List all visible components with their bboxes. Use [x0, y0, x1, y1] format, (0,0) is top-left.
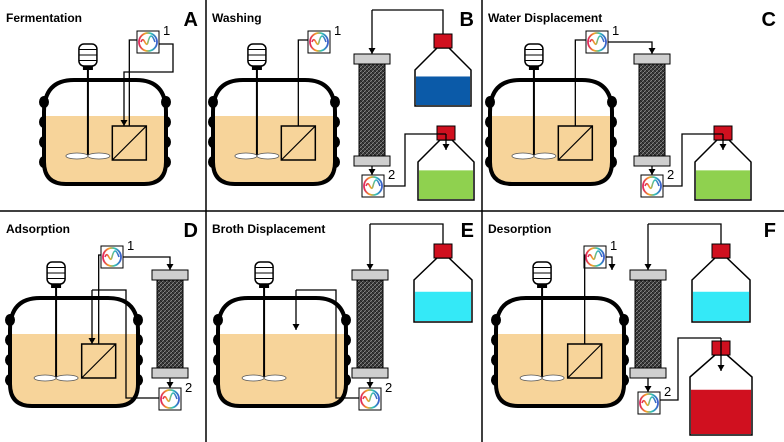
- panel-title: Broth Displacement: [212, 222, 325, 236]
- panel-title: Fermentation: [6, 11, 82, 25]
- bottle-liquid: [419, 170, 473, 199]
- impeller-icon: [234, 152, 280, 160]
- pump-number: 2: [667, 167, 674, 182]
- pump-number: 2: [388, 167, 395, 182]
- bottle-icon: [691, 243, 751, 323]
- bottle-liquid: [691, 389, 751, 434]
- motor-icon: [524, 43, 544, 70]
- pump-icon: [100, 245, 124, 269]
- impeller-icon: [519, 374, 565, 382]
- panel-letter: A: [184, 9, 198, 31]
- chromatography-column-icon: [353, 53, 391, 167]
- bioreactor: [491, 288, 629, 408]
- bottle-cap: [711, 243, 731, 259]
- motor-icon: [247, 43, 267, 70]
- bioreactor: [208, 70, 340, 186]
- bottle-icon: [413, 243, 473, 323]
- bioreactor: [213, 288, 351, 408]
- vessel-outline: [8, 296, 140, 408]
- bioreactor: [39, 70, 171, 186]
- pump-number: 2: [385, 380, 392, 395]
- motor-icon: [78, 43, 98, 70]
- panel-letter: C: [762, 9, 776, 31]
- vessel-outline: [494, 296, 626, 408]
- panel-desorption: Desorption F 1 2: [488, 220, 776, 436]
- bottle-cap: [433, 33, 453, 49]
- pump-icon: [640, 174, 664, 198]
- broth-liquid: [490, 116, 612, 184]
- bottle-icon: [414, 33, 472, 107]
- panel-washing: Washing B 1 2: [208, 9, 475, 201]
- pump-icon: [158, 387, 182, 411]
- panel-title: Adsorption: [6, 222, 70, 236]
- pump-icon: [358, 387, 382, 411]
- vessel-outline: [42, 78, 168, 186]
- impeller-icon: [65, 152, 111, 160]
- panel-title: Water Displacement: [488, 11, 602, 25]
- panel-broth-displacement: Broth Displacement E 2: [212, 220, 474, 411]
- bottle-liquid: [415, 291, 471, 321]
- pump-number: 1: [610, 238, 617, 253]
- pump-number: 2: [664, 384, 671, 399]
- panel-water-displacement: Water Displacement C 1 2: [485, 9, 776, 201]
- chromatography-column-icon: [151, 269, 189, 379]
- vessel-outline: [211, 78, 337, 186]
- vessel-outline: [488, 78, 614, 186]
- pump-icon: [361, 174, 385, 198]
- chromatography-column-icon: [633, 53, 671, 167]
- pump-icon: [307, 30, 331, 54]
- bottle-icon: [689, 340, 753, 436]
- pump-number: 1: [163, 23, 170, 38]
- bioreactor: [5, 288, 143, 408]
- motor-icon: [46, 261, 66, 288]
- impeller-icon: [33, 374, 79, 382]
- bottle-liquid: [696, 170, 750, 199]
- panel-letter: D: [184, 220, 198, 242]
- impeller-icon: [241, 374, 287, 382]
- pump-number: 1: [334, 23, 341, 38]
- panel-title: Washing: [212, 11, 262, 25]
- pump-number: 1: [612, 23, 619, 38]
- panel-fermentation: Fermentation A1: [6, 9, 198, 186]
- broth-liquid: [218, 334, 346, 406]
- pump-number: 1: [127, 238, 134, 253]
- bottle-icon: [417, 125, 475, 201]
- impeller-icon: [511, 152, 557, 160]
- panel-title: Desorption: [488, 222, 551, 236]
- panel-adsorption: Adsorption D 1 2: [5, 220, 198, 411]
- vessel-outline: [216, 296, 348, 408]
- bottle-cap: [433, 243, 453, 259]
- pump-icon: [136, 30, 160, 54]
- broth-liquid: [10, 334, 138, 406]
- bottle-liquid: [416, 76, 470, 105]
- pump-icon: [637, 391, 661, 415]
- motor-icon: [254, 261, 274, 288]
- broth-liquid: [44, 116, 166, 184]
- pump-number: 2: [185, 380, 192, 395]
- broth-liquid: [496, 334, 624, 406]
- motor-icon: [532, 261, 552, 288]
- pump-icon: [583, 245, 607, 269]
- panel-letter: E: [461, 220, 474, 242]
- broth-liquid: [213, 116, 335, 184]
- pump-icon: [585, 30, 609, 54]
- bioreactor: [485, 70, 617, 186]
- panel-letter: B: [460, 9, 474, 31]
- chromatography-column-icon: [351, 269, 389, 379]
- panel-letter: F: [764, 220, 776, 242]
- chromatography-column-icon: [629, 269, 667, 379]
- bottle-liquid: [693, 291, 749, 321]
- bottle-icon: [694, 125, 752, 201]
